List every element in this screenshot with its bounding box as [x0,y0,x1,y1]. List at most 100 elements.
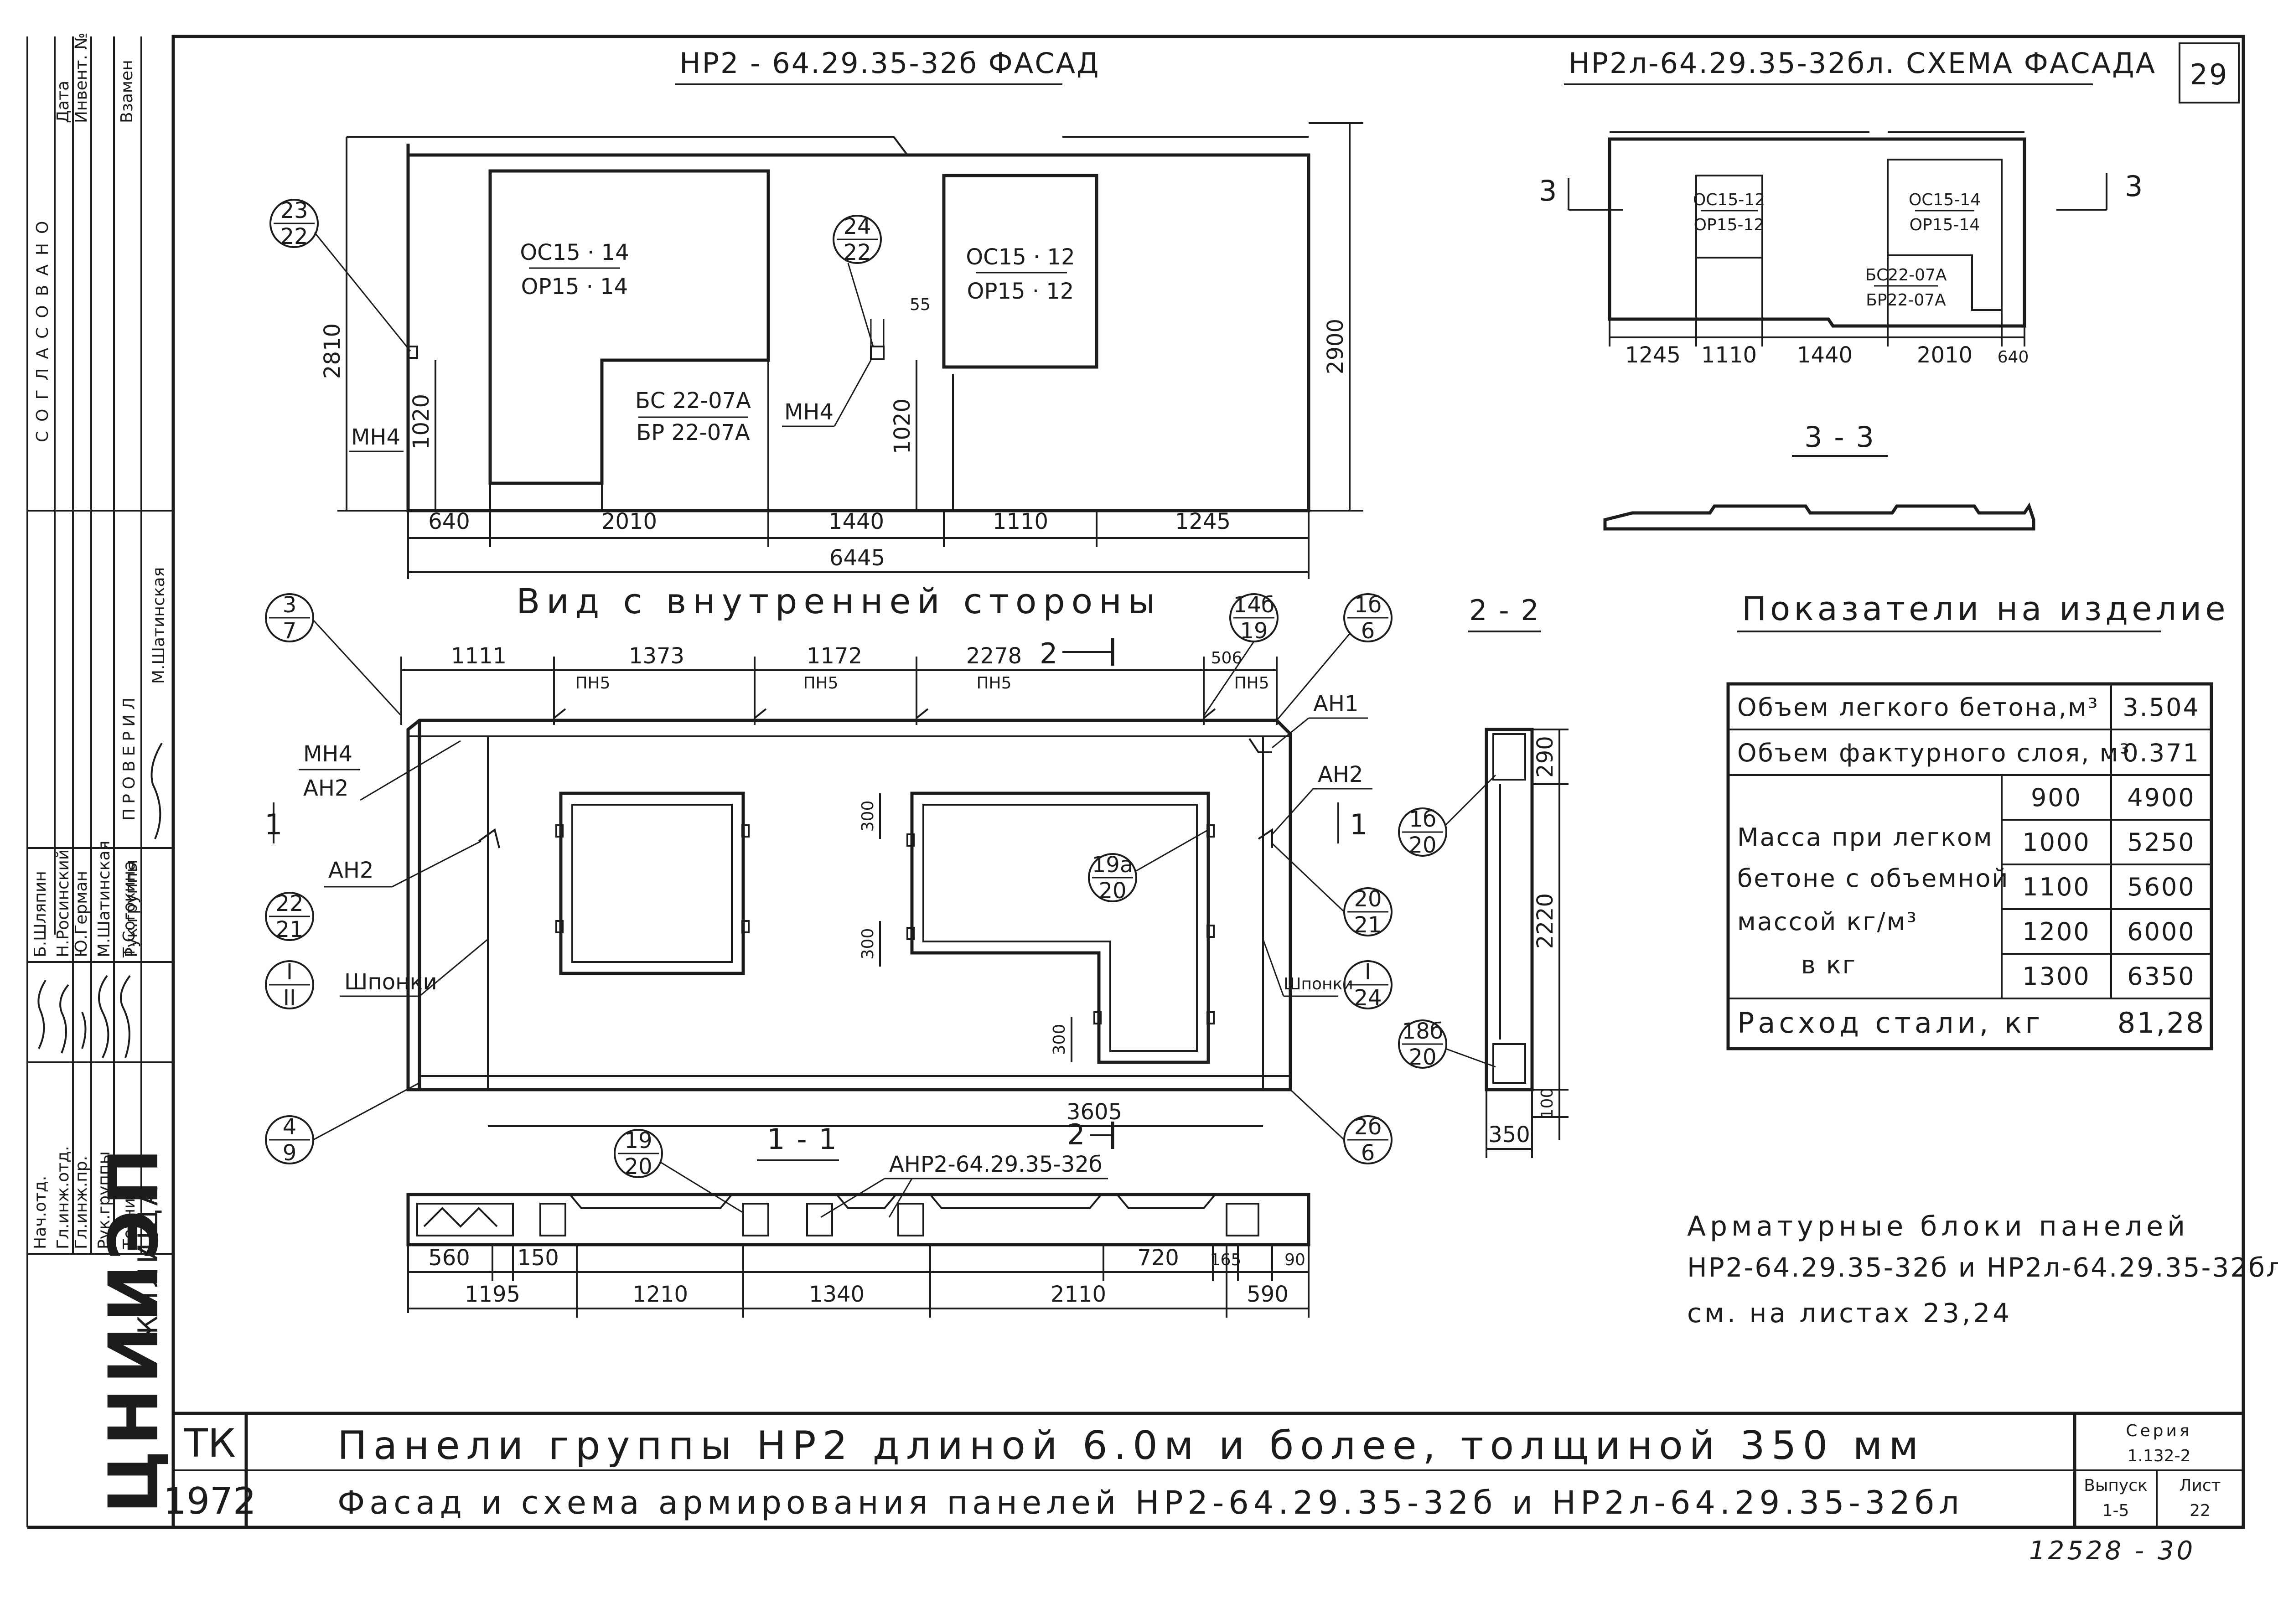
facade-dim-1020-left: 1020 [409,394,434,450]
indicators-row-2-label: Объем фактурного слоя, м³ [1737,739,2131,767]
callout-3-7-bottom: 7 [283,618,297,644]
interior-top-dim-5: 506 [1211,649,1243,667]
interior-cut-2-bottom: 2 [1067,1118,1086,1151]
callout-20-21-bottom: 21 [1354,912,1382,938]
section-11-dim-u1: 560 [428,1245,470,1271]
callout-20-21-top: 20 [1354,886,1382,912]
title-line-1: Панели группы НР2 длиной 6.0м и более, т… [337,1423,1925,1469]
section-11-dim-u3: 720 [1137,1245,1179,1271]
section-22-dim-4: 350 [1488,1122,1530,1148]
note-line-1: Арматурные блоки панелей [1687,1210,2189,1242]
title-sheet-label: Лист [2179,1476,2221,1495]
section-11-drawing: 1 - 1 АНР2-64.29.35-32б 19 20 560 150 72… [406,1122,1310,1318]
facade-dim-total: 6445 [829,545,885,571]
section-11-dim-l4: 2110 [1051,1282,1106,1307]
section-11-label: 1 - 1 [767,1122,838,1156]
interior-title: Вид с внутренней стороны [516,581,1162,621]
interior-callout-4-9: 4 9 [265,1082,420,1166]
stamp-role-1: Нач.отд. [31,1176,50,1249]
interior-an2-right: АН2 [1318,762,1363,787]
interior-callout-i-24: I 24 [1343,959,1393,1011]
stamp-check-name: М.Шатинская [150,567,168,684]
callout-i-24-bottom: 24 [1354,985,1382,1011]
interior-callout-1b-6: 1б 6 [1276,592,1393,721]
scheme-section-label: 3 - 3 [1804,420,1875,454]
facade-mnch-mid: МН4 [784,399,834,425]
title-series-label: Серия [2126,1422,2192,1440]
section-11-block-label: АНР2-64.29.35-32б [889,1152,1102,1177]
facade-opening-2-line2: ОР15 · 12 [967,279,1074,304]
sheet-number: 29 [2190,58,2229,91]
facade-dim-b3: 1440 [828,509,884,534]
facade-drawing: НР2 - 64.29.35-32б ФАСАД ОС15 · 14 ОР15 … [269,47,1363,579]
interior-callout-i-ii: I II [265,959,314,1011]
indicators-mass-label-1: Масса при легком [1737,823,1993,852]
section-11-dim-u2: 150 [517,1245,559,1271]
facade-title: НР2 - 64.29.35-32б ФАСАД [679,47,1100,80]
scheme-dim-5: 640 [1998,348,2029,367]
note-block: Арматурные блоки панелей НР2-64.29.35-32… [1687,1210,2278,1329]
title-code: ТК [183,1421,236,1466]
interior-cut-1-right: 1 [1350,808,1369,841]
callout-22-21-top: 22 [275,891,303,916]
indicators-mass-3: 5600 [2127,873,2195,901]
scheme-door-line1: БС22-07А [1865,266,1947,284]
interior-dim-300b: 300 [859,928,877,960]
callout-4-9-bottom: 9 [283,1140,297,1166]
facade-callout-2-top: 24 [843,214,871,239]
scheme-dim-1: 1245 [1625,342,1681,368]
sheet-number-box [2179,42,2240,103]
interior-callout-2b-6: 2б 6 [1289,1089,1393,1166]
callout-22-21-bottom: 21 [275,917,303,942]
indicators-steel-value: 81,28 [2118,1006,2206,1040]
indicators-density-5: 1300 [2022,962,2090,991]
callout-14b-19-top: 14б [1233,592,1275,618]
facade-dim-b2: 2010 [601,509,657,534]
interior-drawing: Вид с внутренней стороны 1111 1373 1172 … [264,581,1393,1166]
title-issue: 1-5 [2102,1501,2129,1520]
callout-4-9-top: 4 [283,1114,297,1140]
scheme-dim-3: 1440 [1797,342,1853,368]
indicators-mass-label-2: бетоне с объемной [1737,864,2009,893]
indicators-density-3: 1100 [2022,873,2090,901]
facade-door-line2: БР 22-07А [636,420,750,445]
callout-2b-6-bottom: 6 [1361,1140,1375,1166]
facade-dim-1020-mid: 1020 [890,398,915,454]
facade-callout-1-bottom: 22 [280,224,308,249]
callout-i-24-top: I [1365,959,1371,985]
callout-14b-19-bottom: 19 [1240,618,1268,644]
facade-opening-1-line1: ОС15 · 14 [520,240,629,265]
scheme-opening-2-line2: ОР15-14 [1910,216,1980,234]
indicators-mass-label-4: в кг [1801,951,1857,979]
stamp-name-3: Ю.Герман [72,871,91,957]
interior-top-dim-1: 1111 [451,643,507,669]
indicators-row-2-value: 0.371 [2123,739,2200,767]
title-series: 1.132-2 [2128,1447,2191,1465]
interior-callout-19a-20: 19а 20 [1088,829,1209,904]
callout-i-ii-bottom: II [283,985,296,1011]
interior-pn5-2: ПН5 [803,674,838,693]
stamp-agreed: СОГЛАСОВАНО [33,212,52,442]
indicators-density-2: 1000 [2022,828,2090,857]
scheme-opening-1-line1: ОС15-12 [1693,191,1765,209]
callout-19a-20-top: 19а [1092,852,1134,878]
left-stamp: СОГЛАСОВАНО Дата Инвент. № Взамен ПРОВЕР… [26,32,174,1527]
interior-cut-2-top: 2 [1040,637,1059,670]
interior-shponki-left: Шпонки [344,969,437,995]
indicators-title: Показатели на изделие [1742,590,2229,628]
section-22-drawing: 2 - 2 290 2220 100 350 1б 20 18б 20 [1398,594,1569,1158]
stamp-name-2: Н.Росинский [54,849,72,957]
section-11-callout-top: 19 [624,1128,652,1153]
interior-top-dim-4: 2278 [966,643,1022,669]
stamp-org: ЦНИИЭП [94,1144,174,1514]
scheme-cut-right: 3 [2125,170,2144,203]
indicators-mass-2: 5250 [2127,828,2195,857]
indicators-row-1-value: 3.504 [2123,693,2200,722]
stamp-check-role: Рук.группы [122,859,141,957]
facade-opening-2-line1: ОС15 · 12 [966,244,1075,270]
interior-mnch: МН4 [303,741,352,767]
facade-dim-55: 55 [910,295,931,314]
interior-an2-left: АН2 [303,776,348,801]
interior-pn5-1: ПН5 [575,674,610,693]
